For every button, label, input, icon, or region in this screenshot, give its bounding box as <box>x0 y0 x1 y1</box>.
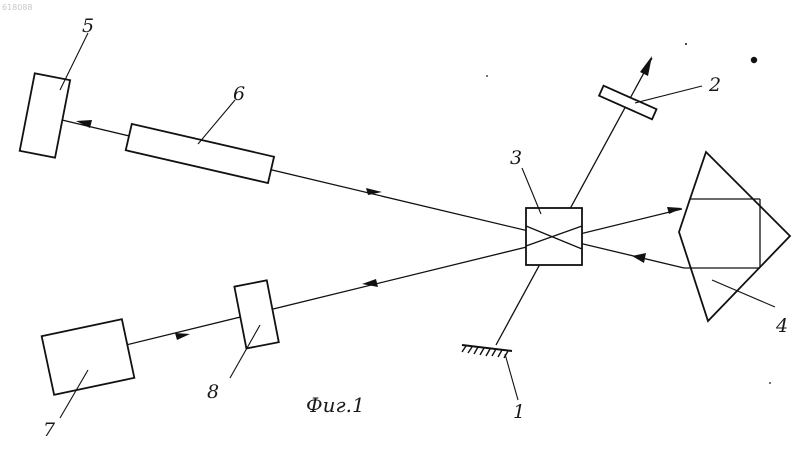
prism-element-4 <box>679 152 790 321</box>
tube-element-6 <box>126 124 274 183</box>
leader-line-2 <box>635 86 702 103</box>
mirror-element-1 <box>462 345 512 358</box>
plate-element-2 <box>599 86 656 120</box>
figure-caption: Фиг.1 <box>306 393 365 417</box>
element-label-7: 7 <box>43 419 56 441</box>
corner-stamp: 618088 <box>2 3 33 12</box>
element-label-6: 6 <box>233 83 245 105</box>
element-label-5: 5 <box>82 15 94 37</box>
element-label-2: 2 <box>708 74 721 96</box>
leader-line-6 <box>198 100 235 144</box>
element-label-4: 4 <box>775 315 788 337</box>
scan-speck <box>751 57 757 63</box>
leader-line-1 <box>505 354 518 400</box>
scan-speck <box>769 382 771 384</box>
leader-line-5 <box>60 33 88 90</box>
beam-4-to-7 <box>126 209 682 345</box>
scan-speck <box>685 43 687 45</box>
block-element-7 <box>42 319 135 395</box>
arrow-head <box>632 253 646 263</box>
element-label-8: 8 <box>207 381 219 403</box>
arrow-head <box>640 56 652 76</box>
element-label-1: 1 <box>513 401 525 423</box>
scan-speck <box>486 75 488 77</box>
element-label-3: 3 <box>510 147 522 169</box>
block-element-8 <box>234 280 278 348</box>
arrow-head <box>667 207 682 214</box>
arrow-head <box>175 333 190 340</box>
